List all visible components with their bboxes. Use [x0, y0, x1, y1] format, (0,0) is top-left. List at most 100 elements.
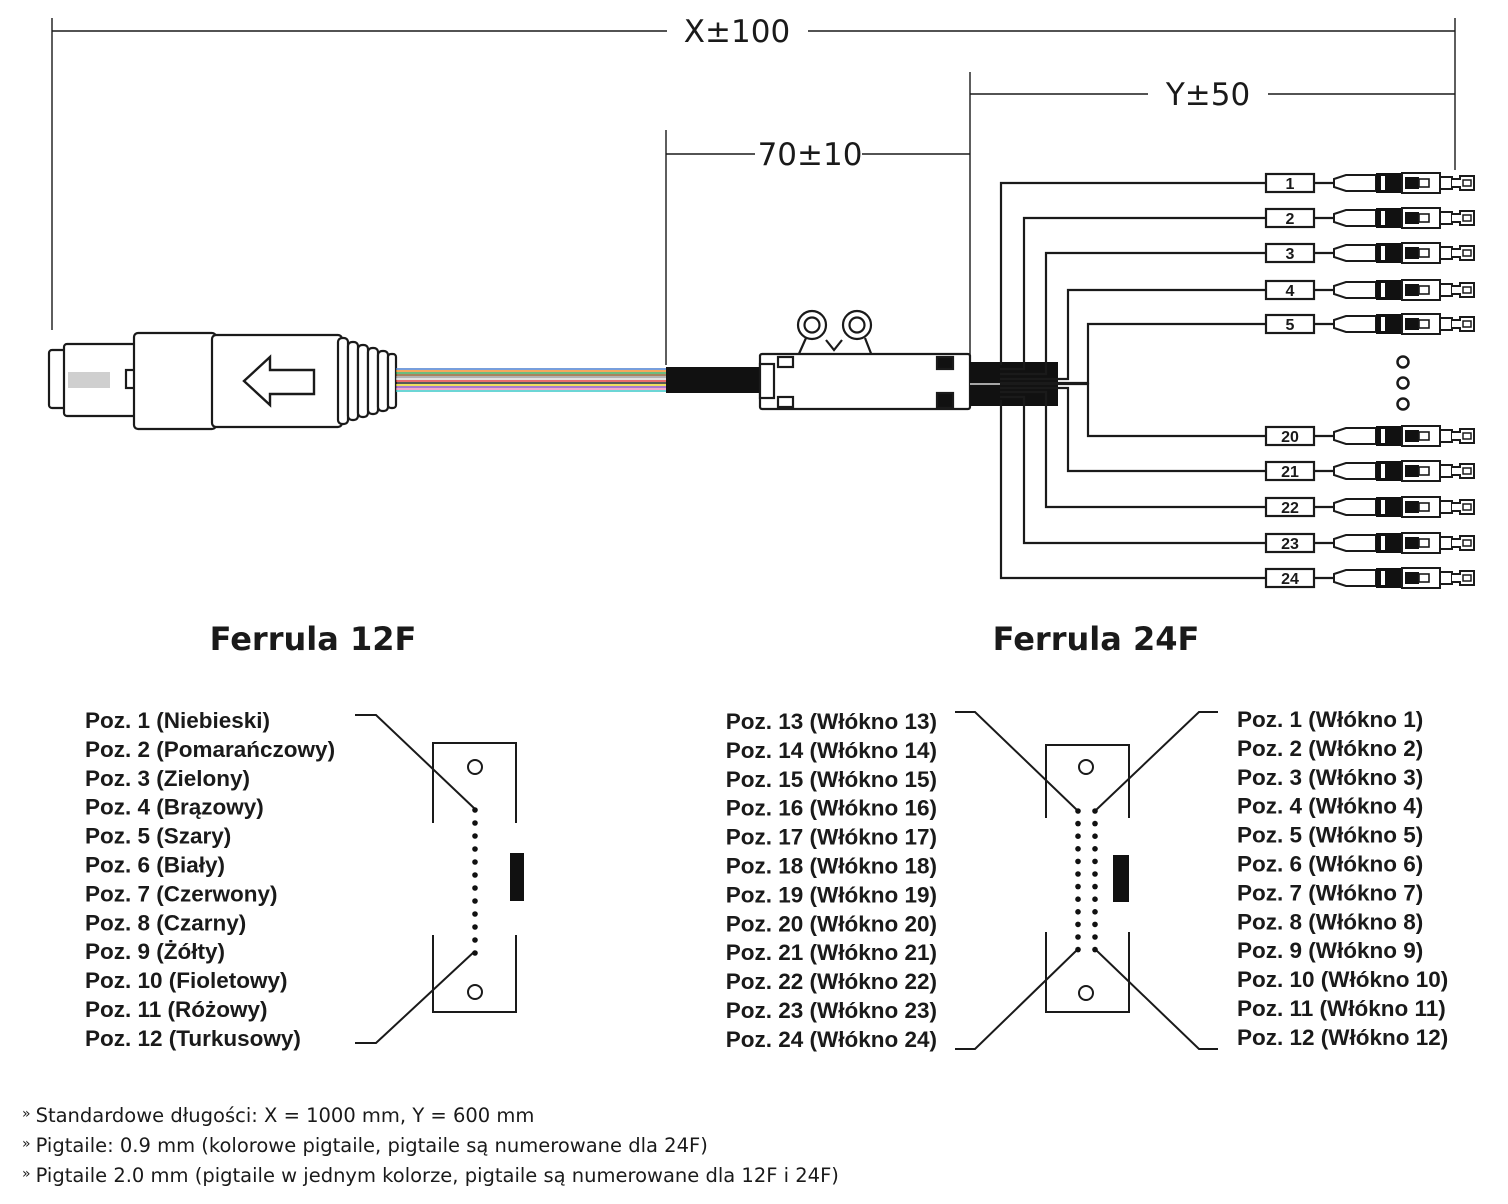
connector-tip-slot [1462, 286, 1472, 294]
notes-list: »Standardowe długości: X = 1000 mm, Y = … [22, 1102, 839, 1192]
fiber-hole [1075, 858, 1081, 865]
fiber-hole [1092, 858, 1098, 865]
connector-detail [1381, 317, 1385, 331]
pigtail-connector: 23 [1264, 532, 1475, 554]
position-label: Poz. 15 (Włókno 15) [726, 767, 937, 792]
fiber-hole [472, 950, 478, 956]
connector-detail [1381, 464, 1385, 478]
position-label: Poz. 11 (Włókno 11) [1237, 996, 1446, 1021]
pigtail-tube [1000, 216, 1266, 371]
connector-detail [1381, 571, 1385, 585]
mpo-connector [47, 331, 398, 431]
ferrule-12f-drawing [355, 714, 524, 1044]
fiber-hole [1092, 883, 1098, 890]
pigtail-connector: 5 [1264, 313, 1475, 335]
connector-ferrule [1439, 464, 1453, 478]
connector-tip-slot [1462, 432, 1472, 440]
connector-tip-slot [1462, 539, 1472, 547]
position-label: Poz. 5 (Szary) [85, 824, 231, 849]
pigtail-label: 24 [1281, 571, 1299, 588]
fiber-hole [1075, 921, 1081, 928]
fiber-hole [472, 885, 478, 891]
position-label: Poz. 1 (Włókno 1) [1237, 707, 1423, 732]
connector-latch [1405, 537, 1419, 549]
connector-latch [1405, 572, 1419, 584]
note-bullet: » [22, 1106, 31, 1122]
pigtail-connector: 24 [1264, 567, 1475, 589]
fiber-hole [472, 911, 478, 917]
ferrule-24f-drawing [955, 711, 1218, 1050]
position-label: Poz. 3 (Zielony) [85, 766, 250, 791]
position-label: Poz. 22 (Włókno 22) [726, 969, 937, 994]
position-label: Poz. 23 (Włókno 23) [726, 998, 937, 1023]
pigtail-connector: 21 [1264, 460, 1475, 482]
dimension-fanout [665, 130, 970, 365]
boot-shape [1333, 427, 1377, 445]
connector-detail [1381, 283, 1385, 297]
position-label: Poz. 24 (Włókno 24) [726, 1027, 937, 1052]
connector-latch-tip [1418, 466, 1430, 476]
boot-shape [1333, 174, 1377, 192]
fiber-hole [472, 833, 478, 839]
connector-ferrule [1439, 429, 1453, 443]
note-item: »Pigtaile: 0.9 mm (kolorowe pigtaile, pi… [22, 1134, 708, 1157]
note-bullet: » [22, 1136, 31, 1152]
fiber-hole [1092, 820, 1098, 827]
connector-ferrule [1439, 500, 1453, 514]
connector-body [1376, 426, 1402, 446]
position-label: Poz. 1 (Niebieski) [85, 708, 270, 733]
connector-detail [1381, 500, 1385, 514]
ferrule-12f-fiber-holes [472, 807, 478, 956]
fiber-hole [472, 898, 478, 904]
pigtail-label: 1 [1286, 176, 1295, 193]
connector-detail [1381, 429, 1385, 443]
connector-body [1376, 497, 1402, 517]
fiber-hole [1092, 946, 1098, 953]
note-item: »Pigtaile 2.0 mm (pigtaile w jednym kolo… [22, 1164, 839, 1187]
connector-body [1376, 173, 1402, 193]
position-label: Poz. 8 (Włókno 8) [1237, 909, 1423, 934]
connector-latch [1405, 501, 1419, 513]
pigtail-label: 4 [1286, 283, 1295, 300]
fiber-hole [1075, 808, 1081, 814]
pigtail-jacket-bottom [970, 384, 1058, 406]
fiber-hole [472, 820, 478, 826]
position-label: Poz. 9 (Żółty) [85, 939, 225, 964]
pigtail-tube [1000, 382, 1266, 438]
position-label: Poz. 14 (Włókno 14) [726, 738, 937, 763]
fiber-hole [1092, 909, 1098, 915]
connector-latch-tip [1418, 248, 1430, 258]
boot-shape [1333, 498, 1377, 516]
pigtail-connector: 20 [1264, 425, 1475, 447]
boot-shape [1333, 281, 1377, 299]
pigtail-label: 3 [1286, 246, 1295, 263]
boot-shape [1333, 569, 1377, 587]
fiber-hole [1075, 883, 1081, 890]
fiber-hole [1092, 934, 1098, 940]
connector-tip-slot [1462, 179, 1472, 187]
position-label: Poz. 10 (Włókno 10) [1237, 967, 1448, 992]
connector-detail [1381, 536, 1385, 550]
fiber-hole [1092, 896, 1098, 902]
connector-tip-slot [1462, 574, 1472, 582]
position-label: Poz. 10 (Fioletowy) [85, 968, 288, 993]
position-label: Poz. 9 (Włókno 9) [1237, 938, 1423, 963]
pigtail-tube [1000, 251, 1266, 376]
connector-body [1376, 280, 1402, 300]
fiber-hole [1092, 808, 1098, 814]
dimension-x [51, 18, 1456, 330]
position-label: Poz. 7 (Włókno 7) [1237, 880, 1423, 905]
connector-latch-tip [1418, 431, 1430, 441]
fiber-hole [1075, 846, 1081, 852]
pigtail-tube [999, 181, 1266, 366]
pigtail-tube [1000, 386, 1266, 473]
note-bullet: » [22, 1166, 31, 1182]
connector-ferrule [1439, 571, 1453, 585]
position-label: Poz. 11 (Różowy) [85, 997, 268, 1022]
connector-latch-tip [1418, 285, 1430, 295]
fiber-hole [1092, 921, 1098, 928]
position-label: Poz. 19 (Włókno 19) [726, 882, 937, 907]
position-label: Poz. 4 (Brązowy) [85, 795, 264, 820]
position-label: Poz. 17 (Włókno 17) [726, 825, 937, 850]
